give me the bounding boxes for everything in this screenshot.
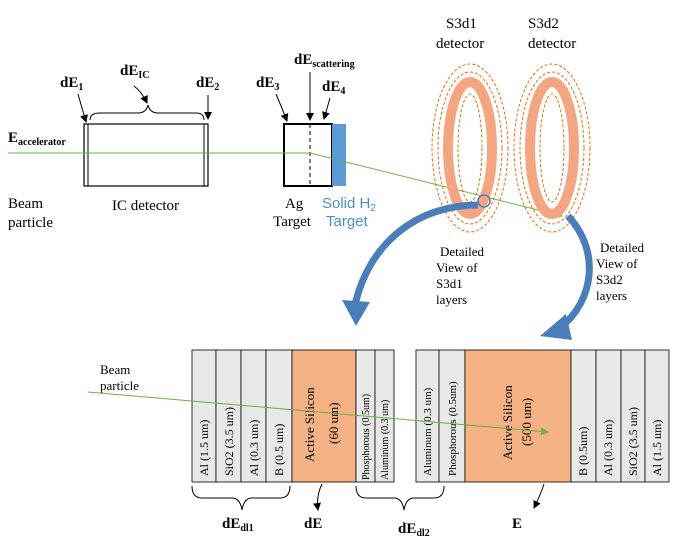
e-accelerator-label: Eaccelerator bbox=[8, 130, 66, 148]
e-label: E bbox=[512, 516, 522, 532]
detail-s3d2-label: Detailed View of S3d2 layers bbox=[596, 240, 647, 303]
de3-arrow bbox=[275, 93, 289, 122]
s3d1-layer-4: B (0.5 um) bbox=[272, 424, 286, 476]
de-arrow bbox=[313, 483, 323, 511]
s3d1-layer-1: Al (1.5 um) bbox=[197, 420, 211, 476]
beam-line-bottom bbox=[87, 391, 549, 436]
ic-detector-label: IC detector bbox=[112, 198, 179, 214]
dedl2-label: dEdl2 bbox=[398, 521, 430, 539]
dedl1-label: dEdl1 bbox=[222, 516, 254, 534]
s3d2-detector bbox=[513, 63, 591, 233]
beam-particle-label-bottom: Beam particle bbox=[100, 362, 139, 393]
curved-arrow-s3d2 bbox=[540, 213, 593, 340]
s3d2-front-2: Phosphorous (0.5um) bbox=[447, 381, 459, 476]
de1-arrow bbox=[77, 93, 88, 123]
deic-label: dEIC bbox=[120, 63, 149, 81]
deic-brace bbox=[89, 104, 205, 121]
dedl2-brace bbox=[355, 485, 445, 511]
s3d2-front-1: Aluminum (0.3 um) bbox=[422, 387, 434, 476]
s3d2-active-line2: (500 um) bbox=[519, 398, 534, 446]
s3d2-layer-4: Al (1.5 um) bbox=[650, 420, 664, 476]
dedl1-brace bbox=[191, 485, 291, 511]
s3d2-layer-stack bbox=[415, 349, 670, 483]
s3d2-layer-2: Al (0.3 um) bbox=[601, 420, 615, 476]
s3d1-detector bbox=[431, 63, 509, 233]
de2-label: dE2 bbox=[196, 75, 219, 93]
ag-target bbox=[283, 123, 333, 187]
s3d2-layer-3: SiO2 (3.5 um) bbox=[626, 407, 640, 476]
s3d1-back-2: Aluminum (0.3 um) bbox=[380, 400, 391, 480]
s3d1-active-line2: (60 um) bbox=[326, 402, 341, 444]
s3d1-layer-2: SiO2 (3.5 um) bbox=[222, 407, 236, 476]
s3d1-label: S3d1 detector bbox=[436, 16, 484, 52]
de3-label: dE3 bbox=[256, 75, 279, 93]
ic-detector bbox=[83, 123, 209, 187]
ag-target-label: Ag Target bbox=[273, 196, 312, 230]
deic-arrow bbox=[133, 85, 148, 104]
solid-h2-label: Solid H2 bbox=[322, 195, 376, 214]
solid-h2-target bbox=[332, 124, 346, 186]
de-label: dE bbox=[304, 516, 322, 532]
de4-arrow bbox=[322, 97, 331, 120]
de1-label: dE1 bbox=[60, 75, 83, 93]
s3d2-label: S3d2 detector bbox=[528, 16, 576, 52]
beam-particle-label-top: Beam particle bbox=[8, 196, 53, 231]
solid-h2-label-2: Target bbox=[326, 213, 369, 230]
s3d1-active-line1: Active Silicon bbox=[302, 387, 317, 462]
s3d2-layer-1: B (0.5um) bbox=[576, 427, 590, 476]
e-arrow bbox=[533, 483, 545, 509]
s3d2-active-line1: Active Silicon bbox=[500, 385, 515, 460]
curved-arrow-s3d1 bbox=[342, 201, 479, 326]
s3d1-layer-3: Al (0.3 um) bbox=[247, 420, 261, 476]
s3d1-layer-stack bbox=[191, 349, 395, 483]
s3d1-back-1: Phosphorous (0.5um) bbox=[361, 394, 372, 480]
de4-label: dE4 bbox=[322, 79, 345, 97]
de-scattering-label: dEscattering bbox=[294, 52, 355, 70]
detail-s3d1-label: Detailed View of S3d1 layers bbox=[436, 244, 487, 307]
